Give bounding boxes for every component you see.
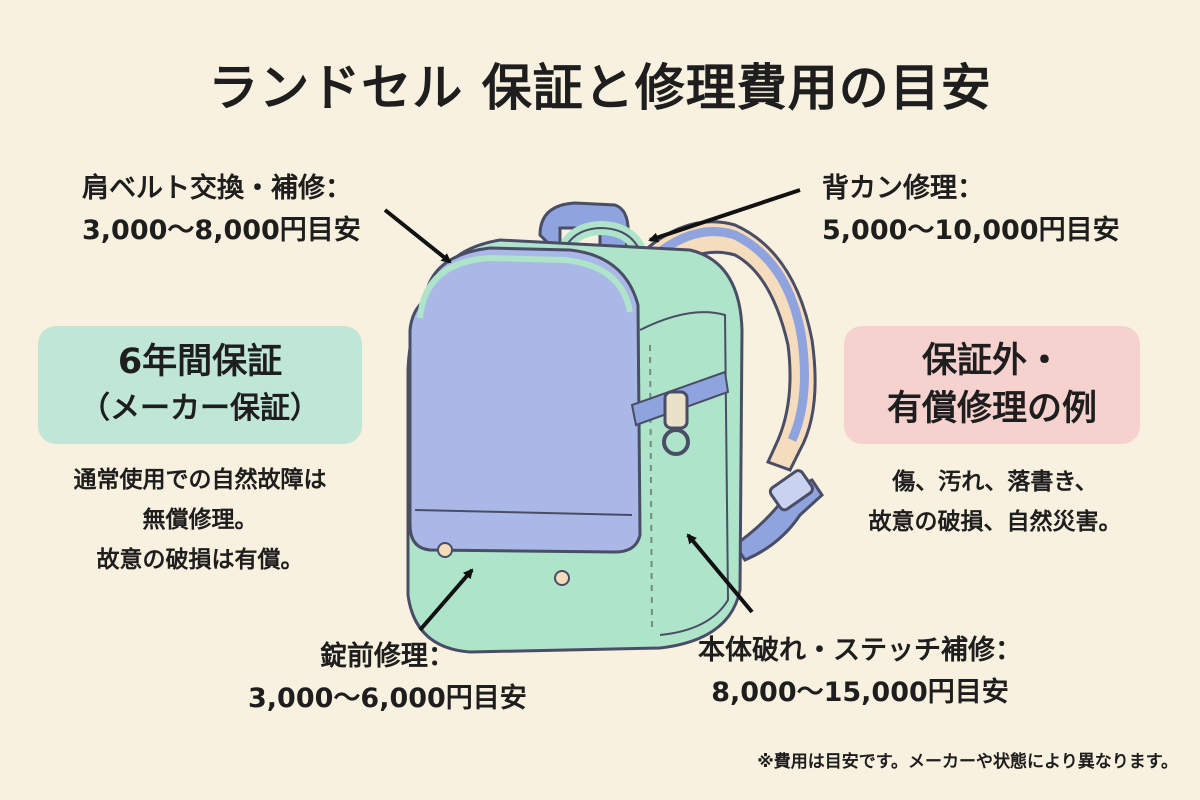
arrow-back-handle xyxy=(648,188,801,243)
warranty-title: 6年間保証 xyxy=(117,342,283,382)
shoulder-strap xyxy=(642,220,817,472)
excluded-desc-line-1: 傷、汚れ、落書き、 xyxy=(892,469,1098,495)
excluded-desc-line-2: 故意の破損、自然災害。 xyxy=(868,509,1122,535)
callout-body-stitch-label: 本体破れ・ステッチ補修： xyxy=(698,635,1022,666)
arrow-body-stitch xyxy=(686,533,754,614)
callout-back-handle-cost: 5,000〜10,000円目安 xyxy=(822,215,1120,246)
arrow-shoulder-belt xyxy=(383,208,452,264)
lock-clasp xyxy=(663,390,689,430)
warranty-desc-line-1: 通常使用での自然故障は xyxy=(73,467,327,493)
warranty-subtitle: （メーカー保証） xyxy=(80,391,320,426)
rivet-right xyxy=(554,570,570,586)
excluded-box: 保証外・ 有償修理の例 xyxy=(844,326,1140,444)
callout-shoulder-belt-label: 肩ベルト交換・補修： xyxy=(82,173,352,204)
callout-lock: 錠前修理： 3,000〜6,000円目安 xyxy=(248,636,527,720)
callout-lock-cost: 3,000〜6,000円目安 xyxy=(248,683,527,714)
warranty-description: 通常使用での自然故障は 無償修理。 故意の破損は有償。 xyxy=(30,460,370,580)
warranty-desc-line-3: 故意の破損は有償。 xyxy=(96,547,304,573)
callout-shoulder-belt-cost: 3,000〜8,000円目安 xyxy=(82,215,361,246)
page-title: ランドセル 保証と修理費用の目安 xyxy=(208,59,992,117)
excluded-title-line-1: 保証外・ xyxy=(921,341,1062,381)
lock-ring xyxy=(662,428,690,456)
rivet-left xyxy=(437,542,453,558)
excluded-title-line-2: 有償修理の例 xyxy=(886,389,1097,429)
callout-back-handle: 背カン修理： 5,000〜10,000円目安 xyxy=(822,168,1120,252)
callout-shoulder-belt: 肩ベルト交換・補修： 3,000〜8,000円目安 xyxy=(82,168,361,252)
warranty-box: 6年間保証 （メーカー保証） xyxy=(38,326,362,444)
callout-body-stitch: 本体破れ・ステッチ補修： 8,000〜15,000円目安 xyxy=(698,630,1022,714)
excluded-description: 傷、汚れ、落書き、 故意の破損、自然災害。 xyxy=(830,462,1160,542)
callout-lock-label: 錠前修理： xyxy=(319,641,455,672)
warranty-desc-line-2: 無償修理。 xyxy=(142,507,258,533)
footnote: ※費用は目安です。メーカーや状態により異なります。 xyxy=(757,752,1178,772)
backpack-flap xyxy=(408,246,642,554)
callout-back-handle-label: 背カン修理： xyxy=(822,173,984,204)
callout-body-stitch-cost: 8,000〜15,000円目安 xyxy=(711,677,1009,708)
strap-buckle xyxy=(768,469,814,512)
arrow-lock xyxy=(418,568,474,632)
